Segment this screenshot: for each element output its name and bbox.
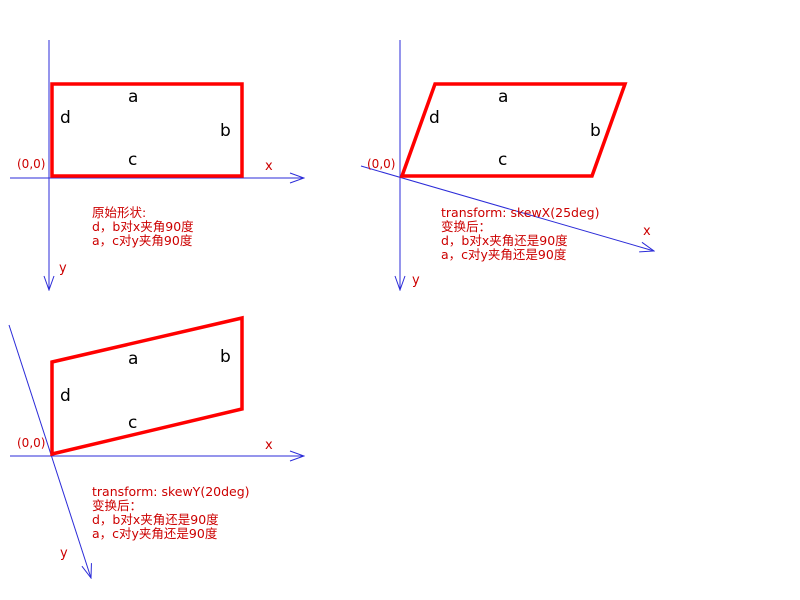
x-axis-label: x: [265, 438, 273, 453]
y-axis-label: y: [59, 261, 67, 276]
side-label-c: c: [128, 150, 137, 170]
side-label-b: b: [220, 347, 231, 367]
note-line-3: a，c对y夹角90度: [92, 233, 193, 248]
note-line-1: transform: skewX(25deg): [441, 205, 599, 220]
y-axis-skewed: [8, 324, 91, 578]
origin-label: (0,0): [17, 157, 45, 171]
origin-label: (0,0): [17, 436, 45, 450]
side-label-d: d: [60, 386, 71, 406]
note-line-1: 原始形状:: [92, 205, 146, 220]
note-line-3: d，b对x夹角还是90度: [92, 512, 219, 527]
note-line-4: a，c对y夹角还是90度: [92, 526, 218, 541]
side-label-a: a: [128, 87, 138, 107]
y-axis-label: y: [412, 273, 420, 288]
panel-skew-y: a b d c (0,0) x y transform: skewY(20deg…: [8, 315, 304, 578]
y-axis-label: y: [60, 546, 68, 561]
skewed-x-parallelogram: [399, 82, 628, 178]
side-label-a: a: [498, 87, 508, 107]
x-axis-label: x: [643, 224, 651, 239]
side-label-d: d: [60, 108, 71, 128]
side-label-b: b: [220, 121, 231, 141]
note-line-2: 变换后：: [92, 498, 142, 513]
original-rectangle: [50, 82, 244, 178]
origin-label: (0,0): [367, 157, 395, 171]
panel-original: a d b c (0,0) x y 原始形状: d，b对x夹角90度 a，c对y…: [10, 40, 304, 290]
note-line-3: d，b对x夹角还是90度: [441, 233, 568, 248]
panel-skew-x: a d b c (0,0) x y transform: skewX(25deg…: [360, 40, 654, 290]
note-line-1: transform: skewY(20deg): [92, 484, 250, 499]
side-label-b: b: [590, 121, 601, 141]
x-axis-skewed: [360, 165, 654, 251]
skewed-y-parallelogram: [50, 315, 244, 457]
note-line-4: a，c对y夹角还是90度: [441, 247, 567, 262]
side-label-a: a: [128, 349, 138, 369]
side-label-c: c: [128, 413, 137, 433]
note-line-2: 变换后：: [441, 219, 491, 234]
x-axis-label: x: [265, 159, 273, 174]
note-line-2: d，b对x夹角90度: [92, 219, 194, 234]
side-label-d: d: [429, 108, 440, 128]
side-label-c: c: [498, 150, 507, 170]
